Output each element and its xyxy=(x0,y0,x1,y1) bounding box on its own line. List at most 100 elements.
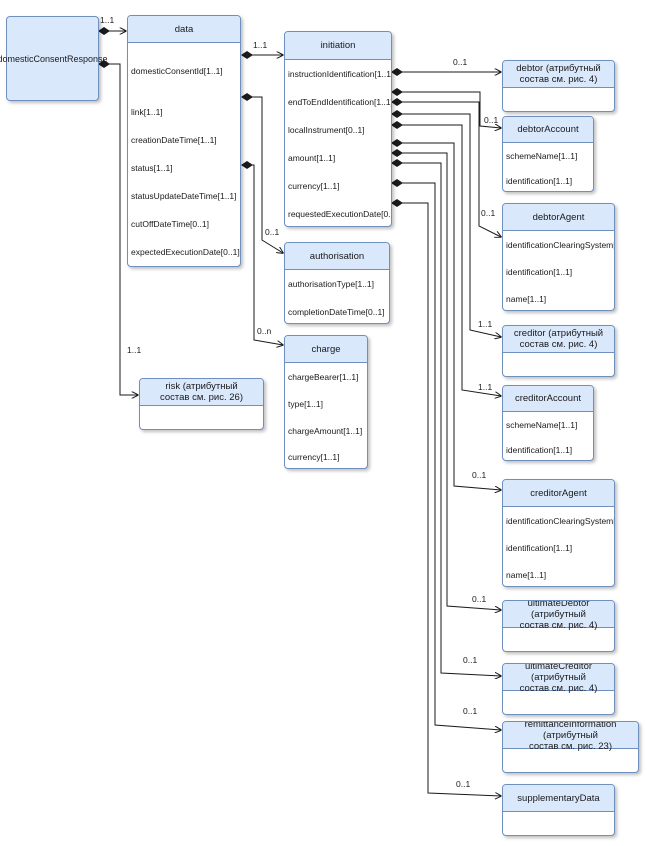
entity-title-line: remittanceInformation (атрибутный xyxy=(524,721,617,741)
multiplicity-label: 0..1 xyxy=(463,706,478,716)
composition-diamond-icon xyxy=(98,27,110,35)
entity-attribute: identificationClearingSystem[0..1] xyxy=(506,515,615,526)
connector-init_ultimateDebtor xyxy=(397,152,501,610)
entity-title-line: состав см. рис. 4) xyxy=(519,339,598,350)
multiplicity-label: 0..1 xyxy=(456,779,471,789)
entity-attribute: link[1..1] xyxy=(131,107,163,117)
entity-title-line: charge xyxy=(311,343,341,355)
entity-title-line: supplementaryData xyxy=(517,792,600,804)
composition-diamond-icon xyxy=(391,139,403,147)
entity-attribute: currency[1..1] xyxy=(288,181,340,191)
entity-attribute: type[1..1] xyxy=(288,398,323,409)
multiplicity-label: 0..1 xyxy=(481,208,496,218)
entity-title: data xyxy=(128,16,240,43)
entity-title-line: authorisation xyxy=(309,250,365,262)
entity-title: creditorAgent xyxy=(503,480,614,507)
composition-diamond-icon xyxy=(391,159,403,167)
connector-data_charge xyxy=(247,164,283,345)
multiplicity-label: 0..n xyxy=(257,326,272,336)
multiplicity-label: 0..1 xyxy=(484,115,499,125)
connector-init_creditor xyxy=(397,113,501,337)
entity-initiation: initiation instructionIdentification[1..1… xyxy=(284,31,392,227)
composition-diamond-icon xyxy=(391,88,403,96)
entity-title: initiation xyxy=(285,32,391,60)
entity-title-line: состав см. рис. 4) xyxy=(519,74,598,85)
entity-title-line: ultimateDebtor (атрибутный xyxy=(527,600,590,620)
connector-init_remittanceInformation xyxy=(397,182,501,730)
connector-init_debtorAgent xyxy=(397,101,501,237)
entity-title: authorisation xyxy=(285,243,389,270)
connector-data_authorisation xyxy=(247,96,283,253)
entity-title-line: состав см. рис. 26) xyxy=(159,392,243,403)
composition-diamond-icon xyxy=(391,149,403,157)
entity-title-line: data xyxy=(174,23,194,35)
entity-attribute: instructionIdentification[1..1] xyxy=(288,69,392,79)
entity-title: debtorAgent xyxy=(503,204,614,231)
entity-attribute: endToEndIdentification[1..1] xyxy=(288,97,392,107)
entity-title-line: debtor (атрибутный xyxy=(516,63,601,74)
entity-creditorAgent: creditorAgent identificationClearingSyste… xyxy=(502,479,615,587)
entity-attribute: identification[1..1] xyxy=(506,266,573,277)
multiplicity-label: 0..1 xyxy=(472,470,487,480)
multiplicity-label: 0..1 xyxy=(453,57,468,67)
multiplicity-label: 1..1 xyxy=(100,15,115,25)
composition-diamond-icon xyxy=(391,110,403,118)
entity-attribute: schemeName[1..1] xyxy=(506,419,578,430)
connector-init_creditorAgent xyxy=(397,142,501,490)
entity-title-line: debtorAgent xyxy=(532,211,585,223)
multiplicity-label: 1..1 xyxy=(478,319,493,329)
entity-title-line: ultimateCreditor (атрибутный xyxy=(524,663,593,683)
multiplicity-label: 0..1 xyxy=(472,594,487,604)
entity-attribute: cutOffDateTime[0..1] xyxy=(131,219,209,229)
entity-attribute: expectedExecutionDate[0..1] xyxy=(131,247,240,257)
root-entity-label: domesticConsentResponse xyxy=(0,53,108,64)
multiplicity-label: 0..1 xyxy=(463,655,478,665)
entity-attribute: localInstrument[0..1] xyxy=(288,125,365,135)
connector-root_risk xyxy=(104,63,138,395)
entity-attribute: expectedSettlementDate[0..1] xyxy=(128,266,240,267)
entity-attribute: identification[1..1] xyxy=(506,444,573,455)
entity-attribute: requestedExecutionDate[0..1] xyxy=(288,209,392,219)
entity-attribute: identification[1..1] xyxy=(506,542,573,553)
entity-title-line: creditor (атрибутный xyxy=(513,328,604,339)
composition-diamond-icon xyxy=(98,60,110,68)
entity-title-line: debtorAccount xyxy=(517,124,579,135)
composition-diamond-icon xyxy=(241,93,253,101)
entity-attribute: name[1..1] xyxy=(506,293,547,304)
root-entity-domesticConsentResponse: domesticConsentResponse xyxy=(0,16,108,101)
connector-init_supplementaryData xyxy=(397,202,501,796)
entity-creditorAccount: creditorAccount schemeName[1..1] identific… xyxy=(502,385,594,461)
entity-attribute: chargeBearer[1..1] xyxy=(288,371,359,382)
entity-title-line: creditorAccount xyxy=(514,393,581,404)
entity-supplementaryData: supplementaryData xyxy=(502,784,615,836)
composition-diamond-icon xyxy=(391,121,403,129)
entity-attribute: schemeName[1..1] xyxy=(506,150,578,161)
entity-title: supplementaryData xyxy=(503,785,614,812)
composition-diamond-icon xyxy=(391,68,403,76)
entity-attribute: completionDateTime[0..1] xyxy=(288,306,385,317)
entity-title-line: initiation xyxy=(320,40,356,51)
composition-diamond-icon xyxy=(241,51,253,59)
composition-diamond-icon xyxy=(391,179,403,187)
entity-attribute: name[1..1] xyxy=(506,569,547,580)
connector-init_ultimateCreditor xyxy=(397,162,501,676)
multiplicity-label: 1..1 xyxy=(127,345,142,355)
entity-attribute: domesticConsentId[1..1] xyxy=(131,65,223,76)
